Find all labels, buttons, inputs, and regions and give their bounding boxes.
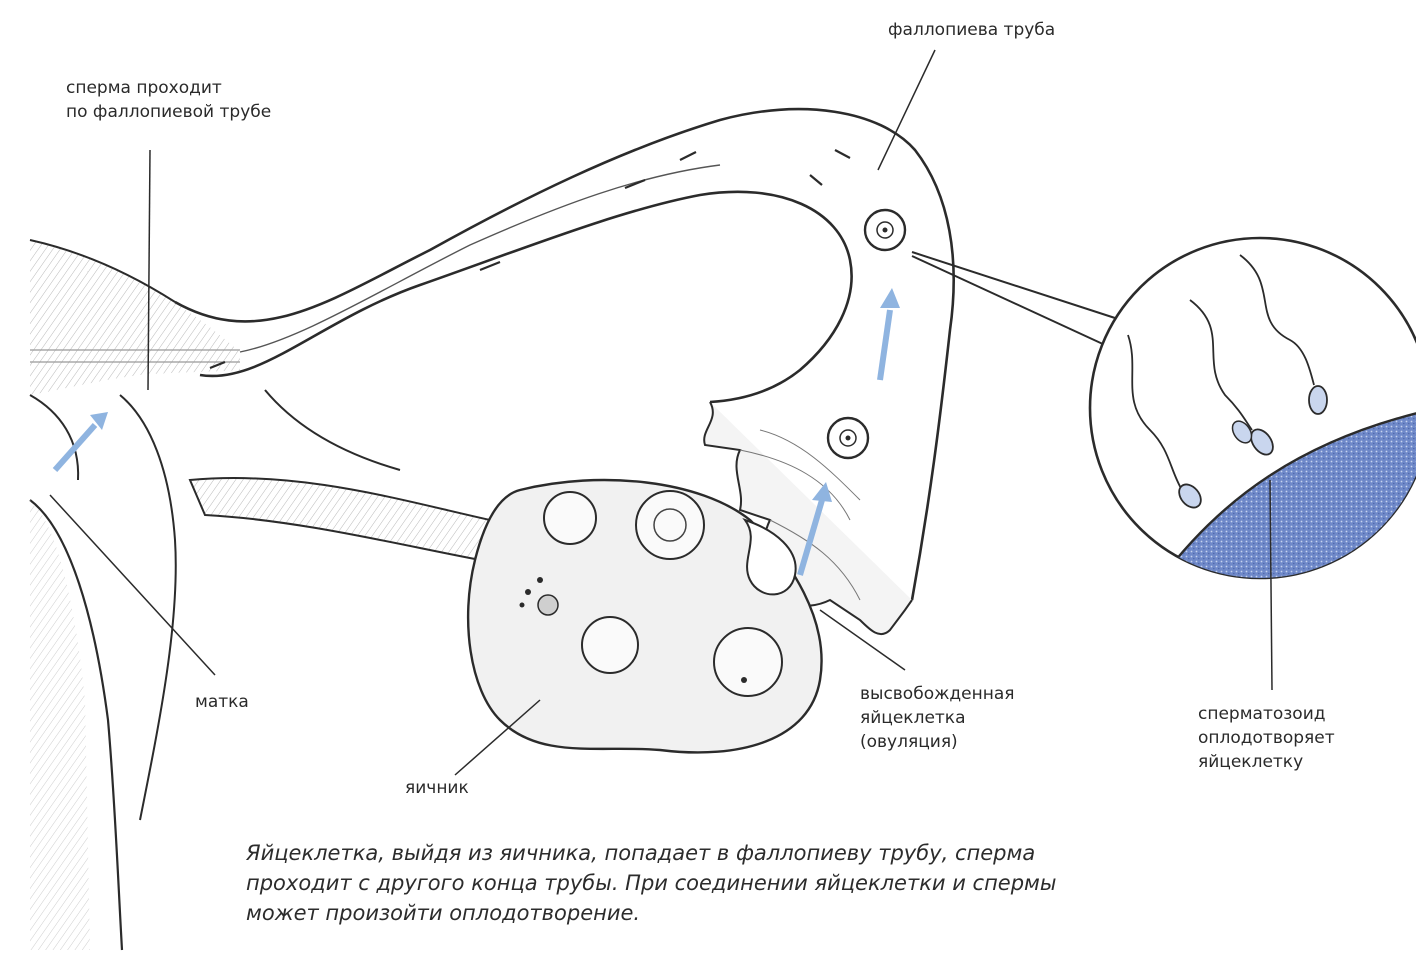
label-ovary: яичник	[405, 776, 469, 800]
ovarian-ligament	[190, 478, 490, 560]
label-fallopian-tube: фаллопиева труба	[888, 18, 1055, 42]
label-released-egg: высвобожденная яйцеклетка (овуляция)	[860, 682, 1015, 754]
released-egg	[828, 418, 868, 458]
label-sperm-fertilizes: сперматозоид оплодотворяет яйцеклетку	[1198, 702, 1335, 774]
caption-line: Яйцеклетка, выйдя из яичника, попадает в…	[246, 838, 1286, 868]
figure-caption: Яйцеклетка, выйдя из яичника, попадает в…	[246, 838, 1286, 928]
uterus-shape	[30, 240, 240, 950]
label-sperm-passes: сперма проходит по фаллопиевой трубе	[66, 76, 271, 124]
label-uterus: матка	[195, 690, 249, 714]
caption-line: может произойти оплодотворение.	[246, 898, 1286, 928]
egg-in-tube	[865, 210, 905, 250]
caption-line: проходит с другого конца трубы. При соед…	[246, 868, 1286, 898]
magnified-view	[912, 238, 1416, 600]
